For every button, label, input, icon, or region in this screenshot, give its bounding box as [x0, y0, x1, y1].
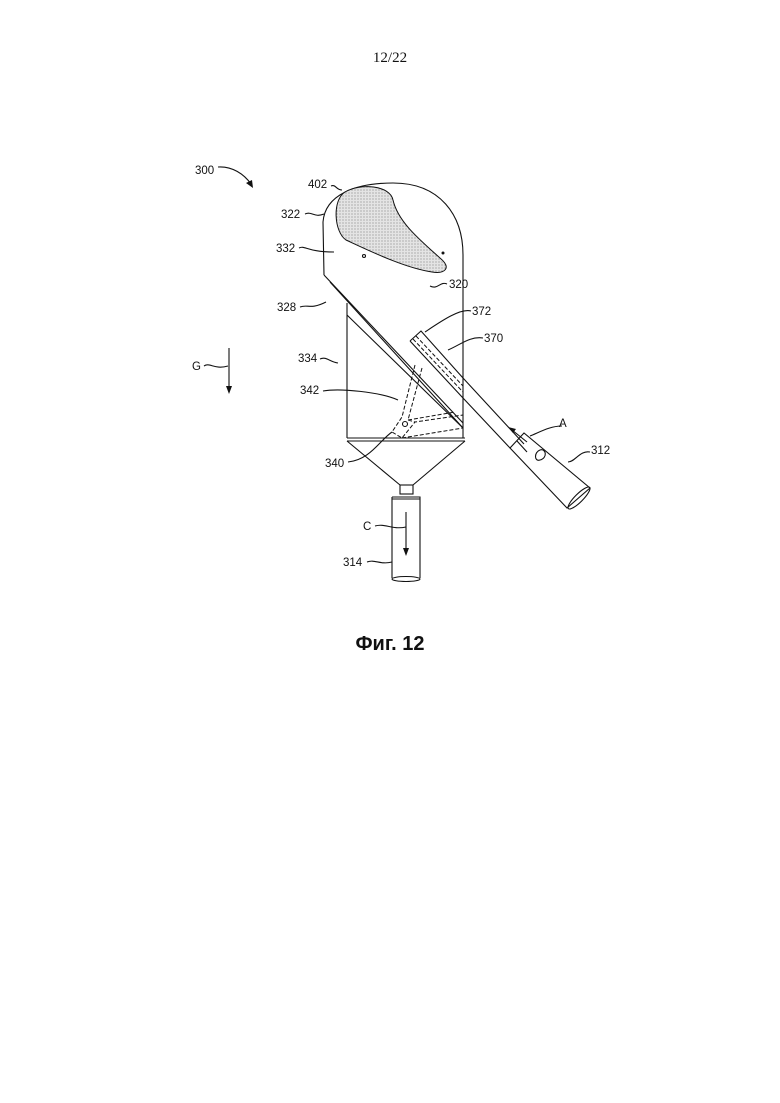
label-C: C — [363, 521, 371, 533]
page-number: 12/22 — [373, 50, 407, 66]
label-370: 370 — [484, 333, 503, 345]
label-332: 332 — [276, 243, 295, 255]
partition — [324, 275, 463, 423]
label-320: 320 — [449, 279, 468, 291]
label-328: 328 — [277, 302, 296, 314]
label-A: A — [559, 418, 567, 430]
label-300: 300 — [195, 165, 214, 177]
figure-caption: Фиг. 12 — [355, 633, 424, 655]
label-340: 340 — [325, 458, 344, 470]
label-314: 314 — [343, 557, 363, 569]
label-322: 322 — [281, 209, 300, 221]
cone — [347, 441, 465, 485]
label-312: 312 — [591, 445, 610, 457]
label-402: 402 — [308, 179, 327, 191]
label-342: 342 — [300, 385, 319, 397]
label-372: 372 — [472, 306, 491, 318]
apparatus-drawing — [204, 167, 592, 582]
label-334: 334 — [298, 353, 318, 365]
impeller-icon — [536, 450, 546, 461]
label-G: G — [192, 361, 201, 373]
hatched-region — [336, 187, 446, 273]
